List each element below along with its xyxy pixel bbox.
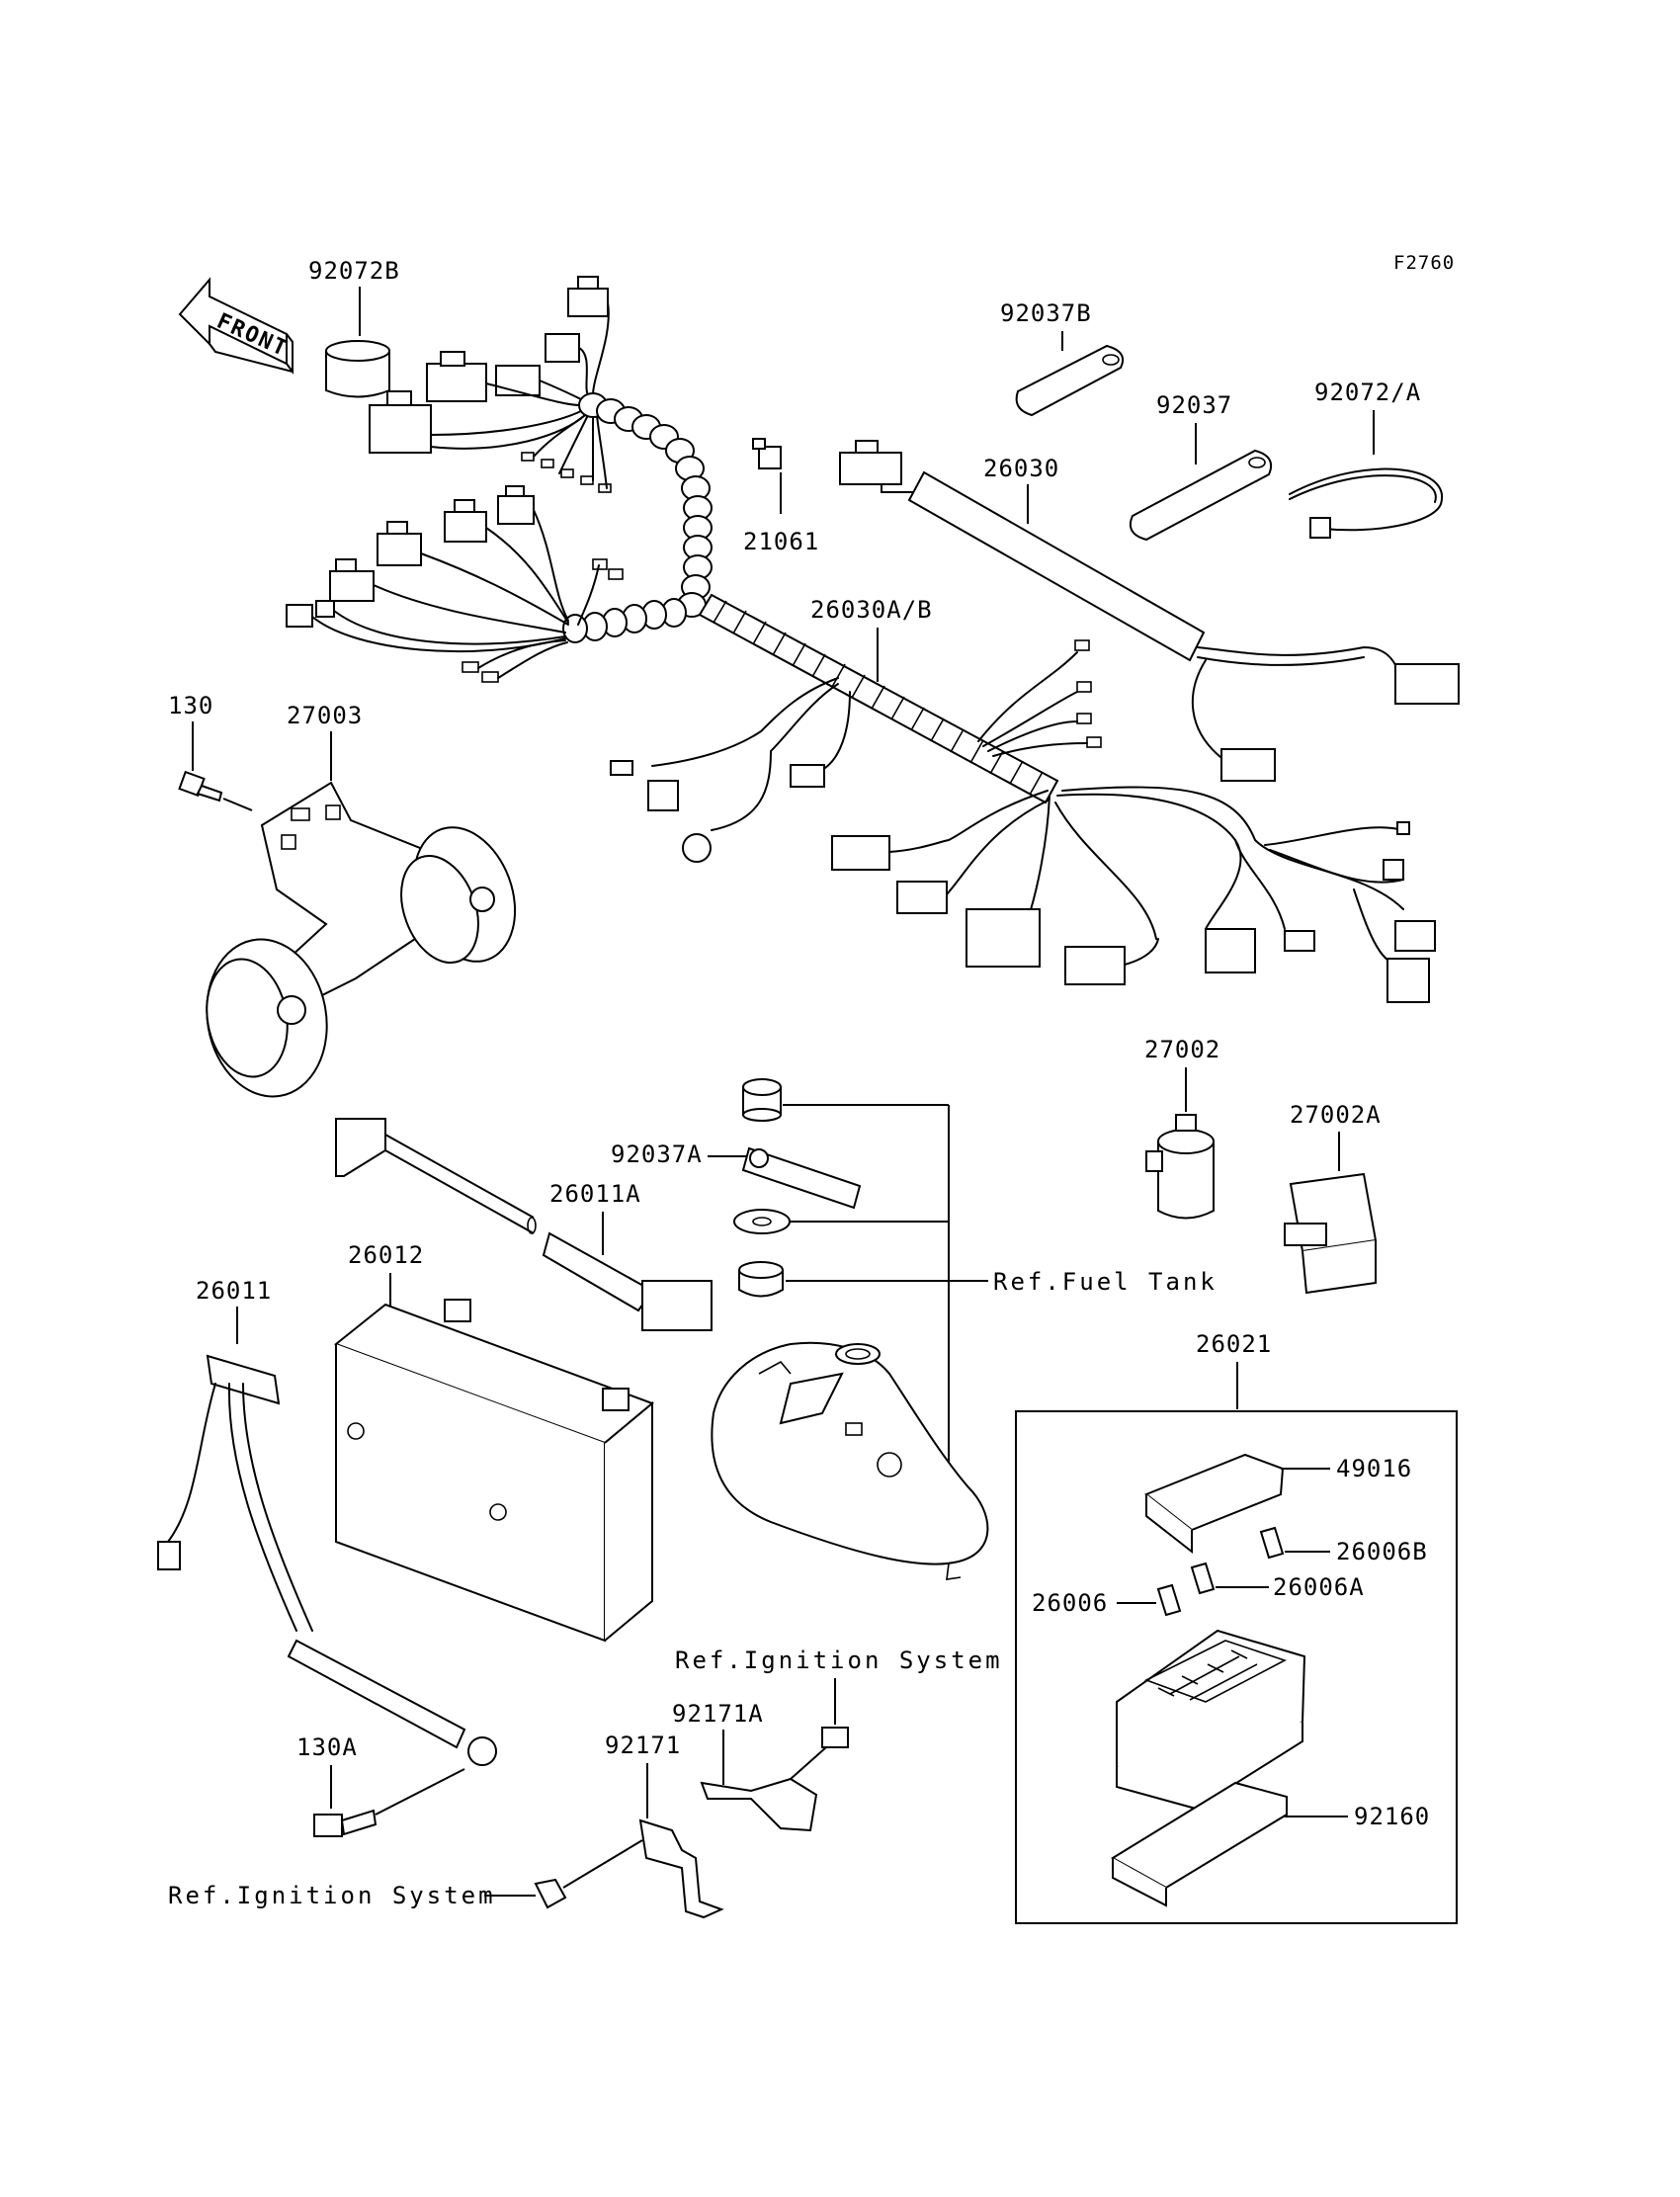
svg-text:92072B: 92072B bbox=[308, 257, 400, 285]
svg-text:26012: 26012 bbox=[348, 1241, 424, 1269]
part-26006B: 26006B bbox=[1259, 1526, 1428, 1565]
svg-text:92171A: 92171A bbox=[672, 1700, 764, 1728]
part-130: 130 bbox=[168, 692, 253, 811]
svg-text:26030: 26030 bbox=[983, 455, 1059, 482]
svg-text:26011: 26011 bbox=[196, 1277, 272, 1305]
svg-text:27002: 27002 bbox=[1144, 1036, 1220, 1063]
svg-text:92037A: 92037A bbox=[611, 1141, 703, 1168]
part-27003: 27003 bbox=[206, 702, 517, 1098]
main-harness-upper bbox=[286, 276, 713, 683]
part-92037A: 92037A bbox=[611, 1141, 862, 1210]
ref-fuel-tank: Ref.Fuel Tank bbox=[993, 1268, 1218, 1296]
svg-text:26006A: 26006A bbox=[1273, 1573, 1365, 1601]
part-26012: 26012 bbox=[333, 1241, 654, 1643]
svg-text:92160: 92160 bbox=[1354, 1803, 1430, 1830]
part-130A: 130A bbox=[296, 1733, 465, 1837]
figure-code: F2760 bbox=[1393, 252, 1455, 274]
part-92160: 92160 bbox=[1111, 1781, 1430, 1907]
svg-text:92037: 92037 bbox=[1156, 391, 1232, 419]
part-92037: 92037 bbox=[1129, 391, 1273, 542]
svg-text:26030A/B: 26030A/B bbox=[810, 596, 933, 624]
svg-text:27003: 27003 bbox=[287, 702, 363, 729]
svg-text:92072/A: 92072/A bbox=[1314, 379, 1421, 406]
svg-text:21061: 21061 bbox=[743, 528, 819, 555]
fuel-tank-ref: Ref.Fuel Tank bbox=[711, 1078, 1218, 1580]
part-92072B: 92072B bbox=[308, 257, 400, 398]
svg-text:130A: 130A bbox=[296, 1733, 358, 1761]
part-26021: 26021 49016 26006B 26006A 26006 bbox=[1015, 1330, 1458, 1924]
part-92072A: 92072/A bbox=[1289, 379, 1444, 539]
part-92171A: Ref.Ignition System 92171A bbox=[672, 1647, 1003, 1832]
part-26030: 26030 bbox=[839, 440, 1460, 782]
part-27002: 27002 bbox=[1144, 1036, 1220, 1220]
svg-text:26006B: 26006B bbox=[1336, 1538, 1428, 1565]
ref-ignition-upper: Ref.Ignition System bbox=[675, 1647, 1003, 1674]
svg-text:130: 130 bbox=[168, 692, 213, 719]
svg-text:26011A: 26011A bbox=[549, 1180, 641, 1208]
svg-text:92171: 92171 bbox=[605, 1732, 681, 1759]
svg-text:26006: 26006 bbox=[1032, 1589, 1108, 1617]
part-26006A: 26006A bbox=[1190, 1562, 1365, 1601]
front-arrow-icon: FRONT bbox=[178, 277, 294, 375]
part-26011A: 26011A bbox=[335, 1118, 713, 1331]
svg-text:27002A: 27002A bbox=[1290, 1101, 1382, 1129]
part-26030AB: 26030A/B bbox=[610, 593, 1436, 1003]
svg-text:26021: 26021 bbox=[1196, 1330, 1272, 1358]
part-92171: 92171 Ref.Ignition System bbox=[168, 1732, 724, 1919]
part-49016: 49016 bbox=[1144, 1453, 1412, 1555]
part-26011: 26011 bbox=[157, 1277, 497, 1766]
part-27002A: 27002A bbox=[1284, 1101, 1382, 1295]
svg-text:92037B: 92037B bbox=[1000, 299, 1092, 327]
svg-text:49016: 49016 bbox=[1336, 1455, 1412, 1482]
part-21061: 21061 bbox=[743, 438, 819, 555]
part-92037B: 92037B bbox=[1000, 299, 1125, 417]
part-26006: 26006 bbox=[1032, 1583, 1182, 1617]
ref-ignition-lower: Ref.Ignition System bbox=[168, 1882, 496, 1909]
